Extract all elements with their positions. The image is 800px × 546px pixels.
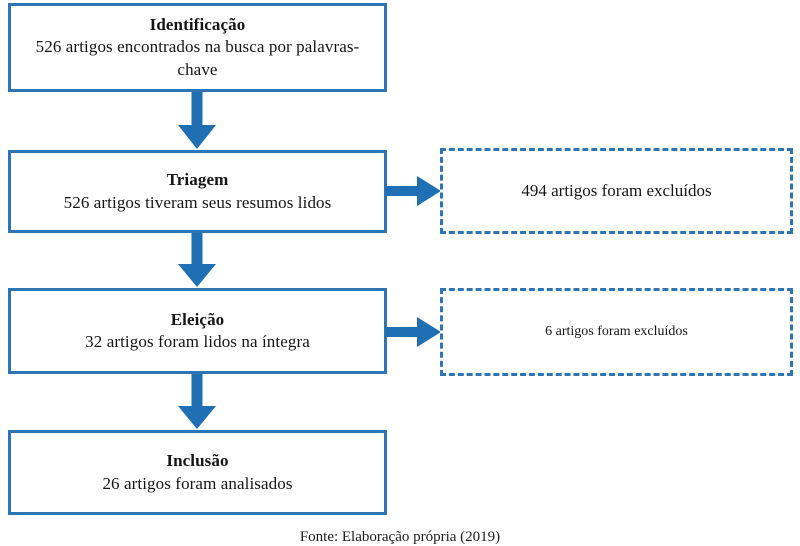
stage-description-inclusao: 26 artigos foram analisados — [102, 473, 293, 493]
stage-title-identificacao: Identificação — [149, 14, 246, 34]
arrow-down-icon — [176, 233, 218, 288]
arrow-down-icon — [176, 374, 218, 430]
stage-title-eleicao: Eleição — [170, 309, 225, 329]
stage-description-triagem: 526 artigos tiveram seus resumos lidos — [63, 192, 332, 212]
stage-title-triagem: Triagem — [166, 170, 229, 190]
arrow-right-icon — [386, 173, 442, 209]
stage-box-inclusao: Inclusão 26 artigos foram analisados — [8, 430, 387, 515]
stage-description-identificacao: 526 artigos encontrados na busca por pal… — [35, 37, 360, 79]
stage-title-inclusao: Inclusão — [166, 451, 229, 471]
exclusion-box-eleicao: 6 artigos foram excluídos — [440, 288, 793, 376]
stage-box-eleicao: Eleição 32 artigos foram lidos na íntegr… — [8, 288, 387, 374]
stage-box-triagem: Triagem 526 artigos tiveram seus resumos… — [8, 150, 387, 233]
figure-caption: Fonte: Elaboração própria (2019) — [299, 529, 501, 545]
stage-description-eleicao: 32 artigos foram lidos na íntegra — [85, 332, 310, 351]
arrow-right-icon — [386, 314, 442, 350]
exclusion-text-eleicao: 6 artigos foram excluídos — [545, 323, 688, 339]
arrow-down-icon — [176, 92, 218, 150]
exclusion-box-triagem: 494 artigos foram excluídos — [440, 148, 793, 234]
exclusion-text-triagem: 494 artigos foram excluídos — [521, 180, 712, 200]
stage-box-identificacao: Identificação 526 artigos encontrados na… — [8, 3, 387, 92]
